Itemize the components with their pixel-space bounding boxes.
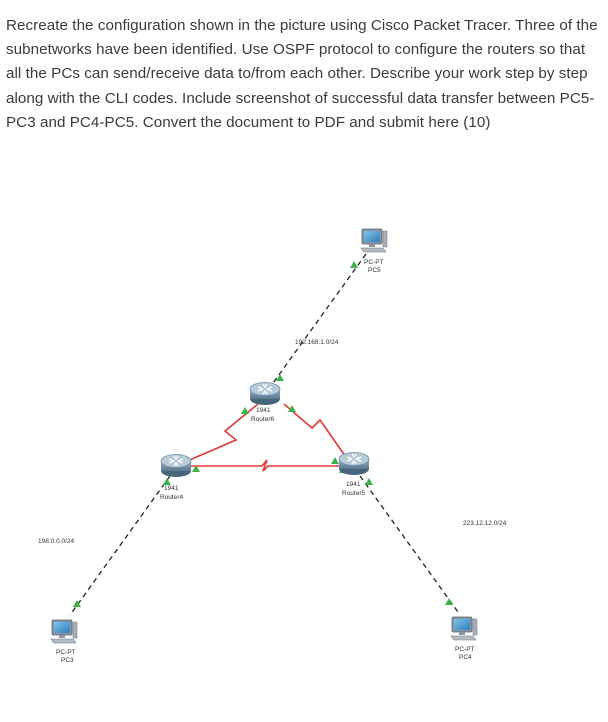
link-up-indicator bbox=[331, 457, 339, 464]
link-up-indicator bbox=[241, 407, 249, 414]
pc5-type: PC-PT bbox=[364, 259, 384, 266]
link-router6-router5 bbox=[283, 403, 349, 461]
link-up-indicator bbox=[365, 478, 373, 485]
router4-model: 1941 bbox=[164, 485, 179, 492]
link-status-indicators bbox=[73, 261, 453, 607]
subnet-label-left: 198.0.0.0/24 bbox=[38, 538, 75, 545]
link-router5-pc4 bbox=[359, 475, 459, 613]
link-router6-router4 bbox=[177, 403, 259, 466]
link-up-indicator bbox=[350, 261, 358, 268]
pc-icon bbox=[450, 616, 478, 641]
pc4[interactable]: PC-PT PC4 bbox=[450, 616, 478, 661]
router-icon bbox=[160, 453, 192, 478]
pc3-type: PC-PT bbox=[56, 649, 76, 656]
router-icon bbox=[249, 381, 281, 406]
question-text: Recreate the configuration shown in the … bbox=[6, 17, 598, 131]
link-up-indicator bbox=[445, 598, 453, 605]
pc3-name: PC3 bbox=[61, 657, 74, 664]
router5-name: Router5 bbox=[342, 490, 366, 497]
router4[interactable]: 1941 Router4 bbox=[160, 453, 192, 502]
link-router4-router5 bbox=[186, 459, 350, 472]
router6-model: 1941 bbox=[256, 407, 271, 414]
router4-name: Router4 bbox=[160, 494, 184, 501]
pc-icon bbox=[50, 619, 78, 644]
router6-name: Router6 bbox=[251, 416, 275, 423]
router5-model: 1941 bbox=[346, 481, 361, 488]
subnet-label-top: 192.168.1.0/24 bbox=[295, 339, 339, 346]
pc-icon bbox=[360, 228, 388, 253]
link-up-indicator bbox=[163, 478, 171, 485]
subnet-label-right: 223.12.12.0/24 bbox=[463, 520, 507, 527]
link-router4-pc3 bbox=[69, 475, 171, 616]
pc5-name: PC5 bbox=[368, 267, 381, 274]
router-icon bbox=[338, 451, 370, 476]
router6[interactable]: 1941 Router6 bbox=[249, 381, 281, 424]
ethernet-links bbox=[69, 253, 459, 616]
pc5[interactable]: PC-PT PC5 bbox=[360, 228, 388, 274]
pc4-name: PC4 bbox=[459, 654, 472, 661]
link-up-indicator bbox=[276, 374, 284, 381]
link-pc5-router6 bbox=[267, 253, 367, 391]
serial-links bbox=[177, 403, 350, 472]
pc3[interactable]: PC-PT PC3 bbox=[50, 619, 78, 664]
pc4-type: PC-PT bbox=[455, 646, 475, 653]
router5[interactable]: 1941 Router5 bbox=[338, 451, 370, 498]
